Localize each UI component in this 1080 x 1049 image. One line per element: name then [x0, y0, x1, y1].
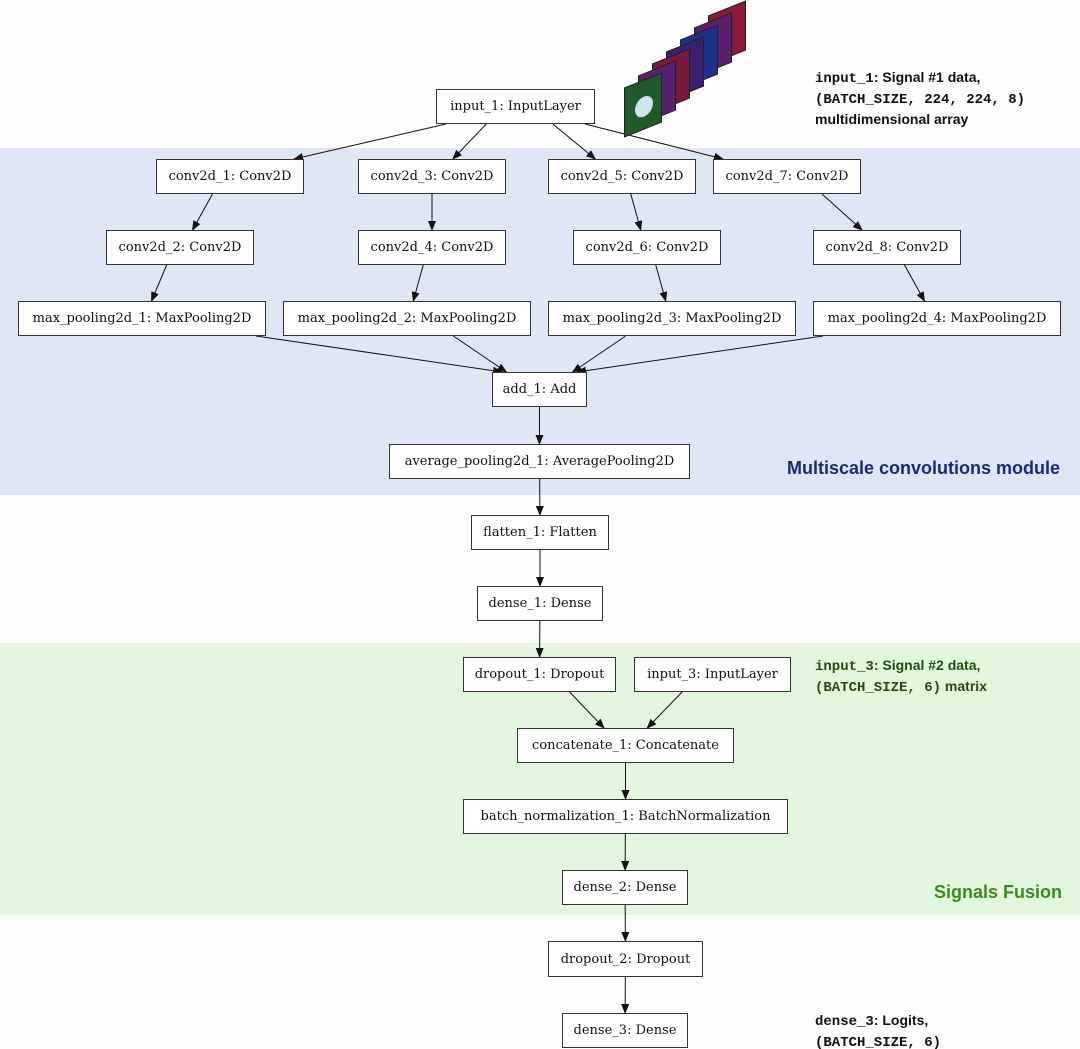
- edge-conv2d_1-to-conv2d_2: [192, 193, 213, 231]
- edge-conv2d_7-to-conv2d_8: [821, 193, 863, 231]
- input-1-note-shape: (BATCH_SIZE, 224, 224, 8): [815, 92, 1026, 108]
- edge-conv2d_8-to-max_pooling2d_4: [904, 264, 925, 302]
- input-3-note-shape: (BATCH_SIZE, 6): [815, 680, 942, 696]
- edge-max_pooling2d_2-to-add_1: [453, 335, 508, 373]
- signals-fusion-label: Signals Fusion: [933, 882, 1062, 902]
- edge-input_1-to-conv2d_1: [293, 123, 447, 161]
- node-add-1[interactable]: add_1: Add: [492, 372, 587, 407]
- node-dense-1[interactable]: dense_1: Dense: [477, 586, 603, 621]
- node-max-pooling2d-3[interactable]: max_pooling2d_3: MaxPooling2D: [548, 301, 796, 336]
- node-average-pooling2d-1[interactable]: average_pooling2d_1: AveragePooling2D: [389, 444, 690, 479]
- node-dense-2[interactable]: dense_2: Dense: [562, 870, 688, 905]
- input-1-note-desc: : Signal #1 data,: [873, 69, 981, 85]
- node-input-3[interactable]: input_3: InputLayer: [634, 657, 791, 692]
- node-conv2d-3[interactable]: conv2d_3: Conv2D: [358, 159, 506, 194]
- node-dense-3[interactable]: dense_3: Dense: [562, 1013, 688, 1048]
- node-batch-normalization-1[interactable]: batch_normalization_1: BatchNormalizatio…: [463, 799, 788, 834]
- dense-3-annotation: dense_3: Logits, (BATCH_SIZE, 6): [815, 1011, 941, 1049]
- input-3-note-name: input_3: [815, 659, 874, 675]
- edge-conv2d_6-to-max_pooling2d_3: [655, 264, 668, 302]
- edge-conv2d_4-to-max_pooling2d_2: [411, 264, 424, 302]
- node-conv2d-2[interactable]: conv2d_2: Conv2D: [106, 230, 254, 265]
- frame-content-blob: [635, 92, 653, 121]
- input-3-note-type: matrix: [941, 678, 987, 694]
- edge-conv2d_2-to-max_pooling2d_1: [151, 264, 168, 302]
- input-1-note-name: input_1: [815, 71, 874, 87]
- multiscale-module-label: Multiscale convolutions module: [786, 458, 1060, 478]
- edge-max_pooling2d_1-to-add_1: [255, 335, 503, 375]
- input-1-annotation: input_1: Signal #1 data, (BATCH_SIZE, 22…: [815, 68, 1025, 129]
- dense-3-note-shape: (BATCH_SIZE, 6): [815, 1035, 942, 1049]
- edge-input_1-to-conv2d_3: [452, 123, 487, 160]
- input-3-annotation: input_3: Signal #2 data, (BATCH_SIZE, 6)…: [815, 656, 987, 698]
- node-conv2d-8[interactable]: conv2d_8: Conv2D: [813, 230, 961, 265]
- node-input-1[interactable]: input_1: InputLayer: [436, 89, 595, 124]
- edge-input_3-to-concatenate_1: [646, 691, 683, 729]
- node-flatten-1[interactable]: flatten_1: Flatten: [471, 515, 609, 550]
- node-dropout-1[interactable]: dropout_1: Dropout: [463, 657, 616, 692]
- node-conv2d-4[interactable]: conv2d_4: Conv2D: [358, 230, 506, 265]
- node-conv2d-5[interactable]: conv2d_5: Conv2D: [548, 159, 696, 194]
- edge-input_1-to-conv2d_7: [584, 123, 724, 161]
- node-conv2d-6[interactable]: conv2d_6: Conv2D: [573, 230, 721, 265]
- edge-max_pooling2d_3-to-add_1: [571, 335, 626, 373]
- dense-3-note-desc: : Logits,: [873, 1012, 929, 1028]
- edge-max_pooling2d_4-to-add_1: [576, 335, 824, 375]
- dense-3-note-name: dense_3: [815, 1014, 874, 1030]
- node-max-pooling2d-1[interactable]: max_pooling2d_1: MaxPooling2D: [18, 301, 266, 336]
- edge-dropout_1-to-concatenate_1: [569, 691, 605, 729]
- node-dropout-2[interactable]: dropout_2: Dropout: [548, 941, 703, 977]
- node-conv2d-1[interactable]: conv2d_1: Conv2D: [156, 159, 304, 194]
- input-3-note-desc: : Signal #2 data,: [873, 657, 981, 673]
- node-max-pooling2d-4[interactable]: max_pooling2d_4: MaxPooling2D: [813, 301, 1061, 336]
- node-concatenate-1[interactable]: concatenate_1: Concatenate: [517, 728, 734, 763]
- input-frames-illustration: [610, 0, 760, 138]
- edge-input_1-to-conv2d_5: [552, 123, 597, 160]
- node-conv2d-7[interactable]: conv2d_7: Conv2D: [713, 159, 861, 194]
- edge-conv2d_5-to-conv2d_6: [630, 193, 643, 231]
- node-max-pooling2d-2[interactable]: max_pooling2d_2: MaxPooling2D: [283, 301, 531, 336]
- input-1-note-type: multidimensional array: [815, 111, 969, 127]
